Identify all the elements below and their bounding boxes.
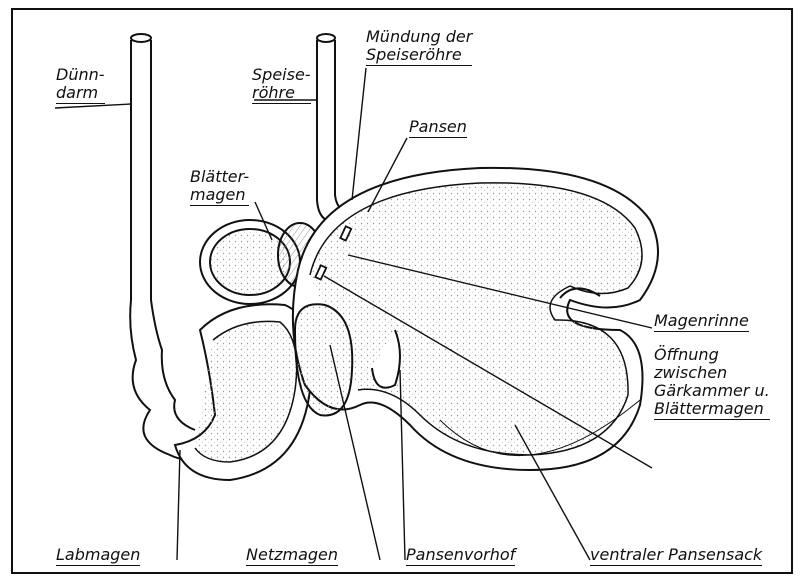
label-speiseroehre: Speise- röhre bbox=[252, 66, 311, 104]
label-muendung: Mündung der Speiseröhre bbox=[366, 28, 472, 66]
label-oeffnung-line3: Gärkammer u. bbox=[654, 382, 770, 400]
label-pansenvorhof: Pansenvorhof bbox=[406, 546, 515, 566]
label-ventraler-pansensack: ventraler Pansensack bbox=[590, 546, 762, 566]
label-speiseroehre-line2: röhre bbox=[252, 84, 311, 104]
label-labmagen: Labmagen bbox=[56, 546, 140, 566]
label-blaettermagen-line2: magen bbox=[190, 186, 249, 206]
label-duenndarm-line2: darm bbox=[56, 84, 105, 104]
label-oeffnung-line1: Öffnung bbox=[654, 346, 770, 364]
label-oeffnung-line2: zwischen bbox=[654, 364, 770, 382]
label-blaettermagen-line1: Blätter- bbox=[190, 168, 249, 186]
label-oeffnung: Öffnung zwischen Gärkammer u. Blättermag… bbox=[654, 346, 770, 420]
esophagus bbox=[317, 34, 342, 220]
label-muendung-line2: Speiseröhre bbox=[366, 46, 472, 66]
label-pansen: Pansen bbox=[409, 118, 467, 138]
label-netzmagen: Netzmagen bbox=[246, 546, 338, 566]
label-duenndarm-line1: Dünn- bbox=[56, 66, 105, 84]
label-oeffnung-line4: Blättermagen bbox=[654, 400, 770, 420]
label-duenndarm: Dünn- darm bbox=[56, 66, 105, 104]
rumen bbox=[293, 168, 658, 470]
label-speiseroehre-line1: Speise- bbox=[252, 66, 311, 84]
label-blaettermagen: Blätter- magen bbox=[190, 168, 249, 206]
label-muendung-line1: Mündung der bbox=[366, 28, 472, 46]
abomasum bbox=[175, 304, 312, 480]
label-magenrinne: Magenrinne bbox=[654, 312, 749, 332]
